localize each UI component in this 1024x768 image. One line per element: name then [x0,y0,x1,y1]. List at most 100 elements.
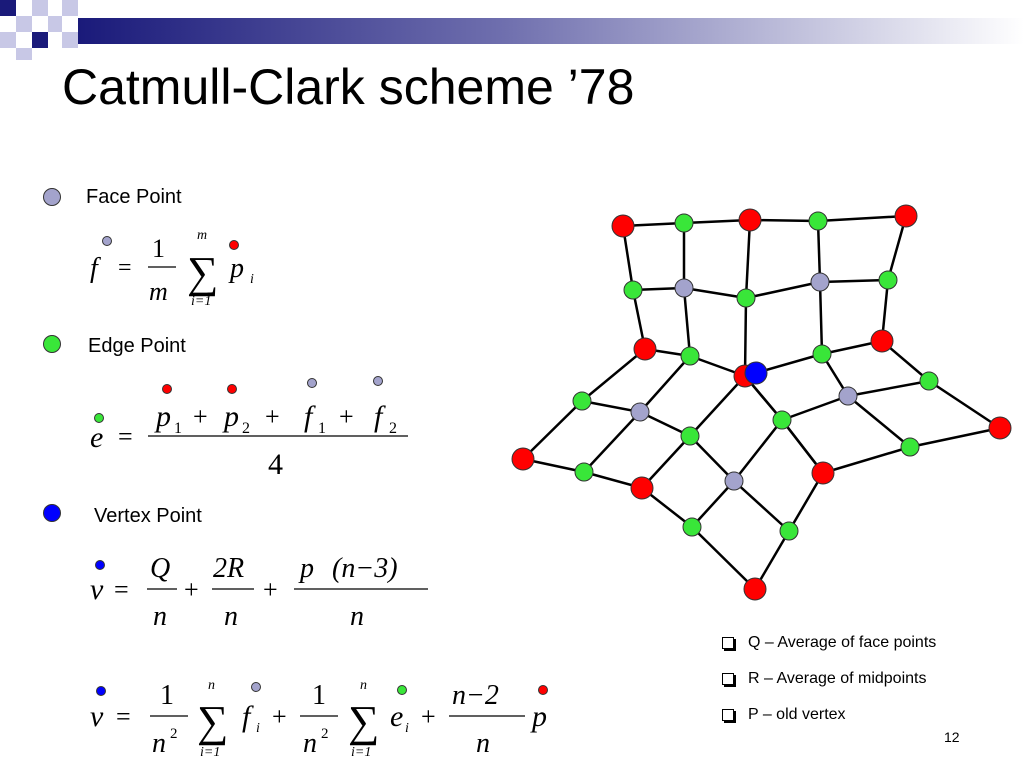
mesh-edge [641,487,756,590]
mesh-edge [632,278,889,300]
edge-point-icon [878,270,898,290]
face-term: p [228,253,244,284]
vertex-point-marker-icon [95,560,105,570]
edge-point-icon [674,213,694,233]
v2-sum2-top: n [360,678,367,693]
old-vertex-icon [743,577,767,601]
face-point-icon [724,471,744,491]
edge-plus-1: + [193,402,208,431]
edge-point-icon [623,280,643,300]
v2-one-2: 1 [312,680,326,711]
v2-sq-2: 2 [321,726,329,742]
face-point-icon [838,386,858,406]
edge-point-icon [779,521,799,541]
v2-p: p [530,700,547,733]
edge-point-icon [572,391,592,411]
legend-item: R – Average of midpoints [722,670,926,688]
legend-text: R – Average of midpoints [748,670,927,687]
old-vertex-icon [511,447,535,471]
old-vertex-icon [894,204,918,228]
edge-eq: = [118,422,133,451]
v2-e: e [390,700,403,733]
face-point-marker-icon [251,682,261,692]
edge-point-icon [812,344,832,364]
checkbox-bullet-icon [722,708,734,721]
face-sum-symbol: ∑ [187,248,218,297]
face-point-formula: f = 1 m m ∑ i=1 p i [90,228,254,309]
old-vertex-icon [630,476,654,500]
old-vertex-icon [738,208,762,232]
old-vertex-icon [611,214,635,238]
v2-n-2: n [303,728,317,759]
deco-square [62,0,78,16]
v1-nm3: (n−3) [332,553,398,584]
v2-e-sub: i [405,721,409,736]
old-vertex-icon [988,416,1012,440]
edge-point-icon [808,211,828,231]
v1-lhs: v [90,573,104,606]
vertex-point-label: Vertex Point [94,505,202,527]
v2-sq-1: 2 [170,726,178,742]
face-point-icon [674,278,694,298]
edge-den: 4 [268,448,283,481]
v2-f-sub: i [256,721,260,736]
deco-square [0,0,16,16]
v2-sum1-symbol: ∑ [197,697,228,746]
legend-text: Q – Average of face points [748,634,937,651]
v1-n-3: n [350,601,364,632]
v1-eq: = [114,575,129,604]
v2-sum2-bot: i=1 [351,745,371,760]
deco-square [16,48,32,60]
old-vertex-icon [870,329,894,353]
face-point-bullet-icon [43,188,61,206]
header-decoration [0,0,1024,60]
v1-plus-2: + [263,575,278,604]
v2-sum1-top: n [208,678,215,693]
face-den: m [149,277,168,306]
face-sum-bot: i=1 [191,294,211,309]
edge-p2: p [222,400,239,433]
edge-p1-sub: 1 [174,420,182,437]
legend-item: Q – Average of face points [722,634,936,652]
v2-lhs: v [90,700,104,733]
deco-square [0,32,16,48]
old-vertex-icon [633,337,657,361]
face-point-marker-icon [102,236,112,246]
face-point-marker-icon [373,376,383,386]
edge-lhs: e [90,421,103,454]
legend-item: P – old vertex [722,706,846,724]
v2-plus-2: + [421,702,436,731]
vertex-point-formula-1: v = Q n + 2R n + p (n−3) n [90,553,428,632]
slide-title: Catmull-Clark scheme ’78 [62,59,635,115]
face-num: 1 [152,234,165,263]
checkbox-bullet-icon [722,672,734,685]
face-eq: = [118,255,132,281]
face-term-sub: i [250,272,254,287]
edge-p2-sub: 2 [242,420,250,437]
mesh-points [511,204,1012,601]
edge-point-icon [772,410,792,430]
mesh-edges [522,214,1001,590]
edge-point-icon [682,517,702,537]
v2-one-1: 1 [160,680,174,711]
deco-square [16,16,32,32]
old-vertex-marker-icon [162,384,172,394]
face-point-label: Face Point [86,186,182,208]
v2-eq: = [116,702,131,731]
v1-n-1: n [153,601,167,632]
edge-point-icon [574,462,594,482]
vertex-point-icon [744,361,768,385]
face-sum-top: m [197,228,207,243]
mesh-edge [881,340,1001,430]
header-bar [78,18,1024,44]
vertex-point-bullet-icon [43,504,61,522]
face-point-icon [630,402,650,422]
edge-plus-2: + [265,402,280,431]
edge-f1-sub: 1 [318,420,326,437]
deco-square [62,32,78,48]
checkbox-bullet-icon [722,636,734,649]
edge-plus-3: + [339,402,354,431]
edge-point-icon [680,426,700,446]
deco-square [48,16,62,32]
